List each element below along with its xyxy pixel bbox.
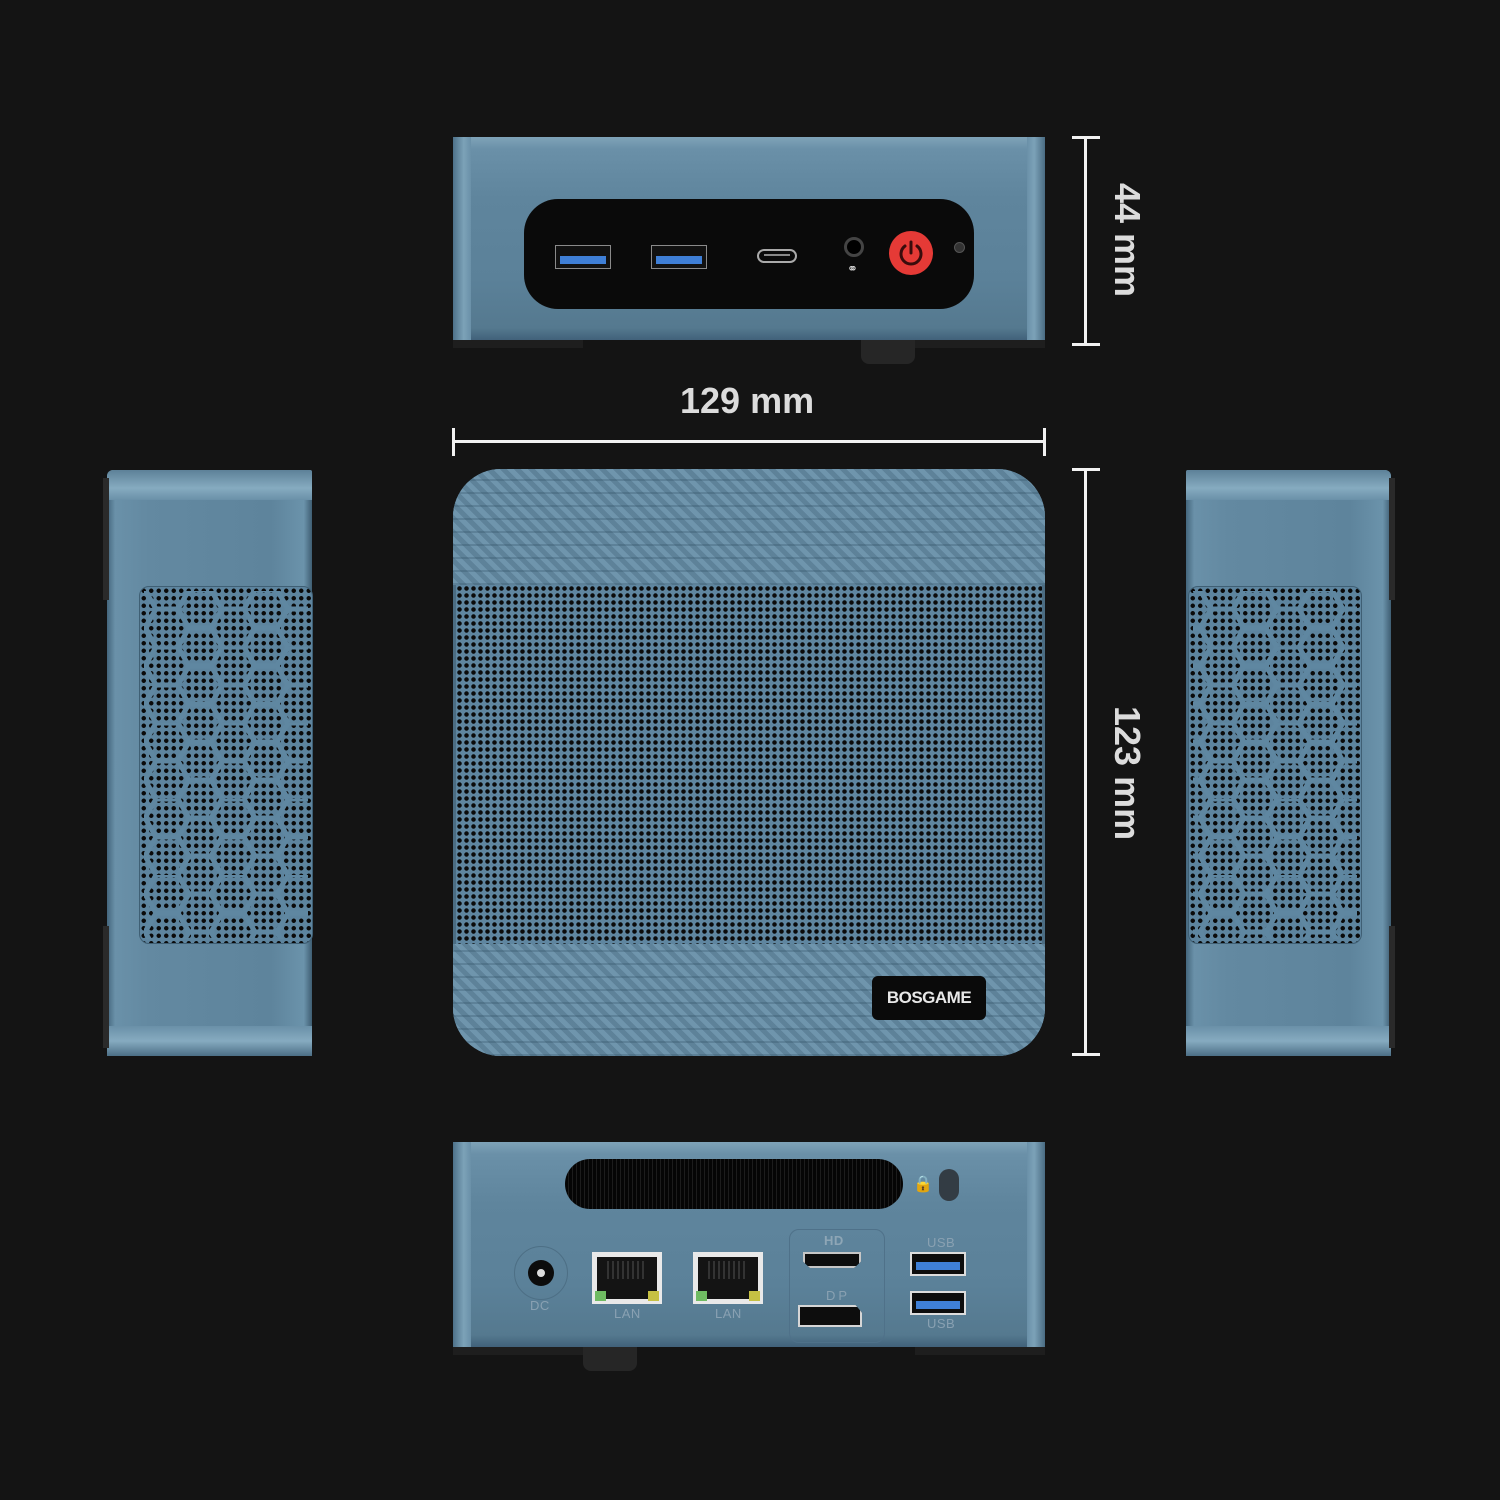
top-texture bbox=[453, 469, 1045, 585]
lan-led-yellow bbox=[749, 1291, 760, 1301]
front-port-panel: ⚭ bbox=[524, 199, 974, 309]
dp-label: DP bbox=[826, 1288, 851, 1303]
lan-socket bbox=[597, 1257, 657, 1299]
usb-a-port bbox=[910, 1291, 966, 1315]
brand-logo: BOSGAME bbox=[872, 976, 986, 1020]
lan-socket bbox=[698, 1257, 758, 1299]
foot bbox=[915, 340, 1045, 348]
left-side-view bbox=[103, 470, 313, 1056]
kensington-lock-icon: 🔒 bbox=[913, 1176, 933, 1193]
front-right-edge bbox=[1027, 137, 1045, 340]
back-left-edge bbox=[453, 1142, 471, 1347]
power-button[interactable] bbox=[889, 231, 933, 275]
foot bbox=[1389, 478, 1395, 600]
side-bottom-edge bbox=[1186, 1026, 1391, 1056]
dim-cap bbox=[1043, 428, 1046, 456]
video-ports-group: HD DP bbox=[789, 1229, 885, 1343]
usb-bottom-label: USB bbox=[927, 1316, 956, 1331]
usb-a-port bbox=[651, 245, 707, 269]
usb-a-port bbox=[555, 245, 611, 269]
dc-label: DC bbox=[530, 1298, 550, 1313]
rubber-foot bbox=[583, 1347, 637, 1371]
power-led bbox=[954, 242, 965, 253]
exhaust-vent bbox=[565, 1159, 903, 1209]
hdmi-port bbox=[803, 1252, 861, 1268]
displayport-port bbox=[798, 1305, 862, 1327]
hdmi-label: HD bbox=[824, 1233, 844, 1248]
dc-jack bbox=[528, 1260, 554, 1286]
usb-top-label: USB bbox=[927, 1235, 956, 1250]
dim-cap bbox=[1072, 1053, 1100, 1056]
kensington-slot bbox=[939, 1169, 959, 1201]
power-icon bbox=[899, 240, 923, 266]
dim-cap bbox=[1072, 343, 1100, 346]
side-top-edge bbox=[1186, 470, 1391, 500]
audio-jack bbox=[844, 237, 864, 257]
width-dimension-line bbox=[453, 440, 1045, 443]
dim-cap bbox=[452, 428, 455, 456]
front-left-edge bbox=[453, 137, 471, 340]
hexagon-pattern-icon bbox=[1193, 591, 1357, 939]
headset-icon: ⚭ bbox=[847, 261, 858, 276]
right-side-view bbox=[1186, 470, 1395, 1056]
rubber-foot bbox=[861, 340, 915, 364]
foot bbox=[453, 1347, 583, 1355]
usb-tongue bbox=[656, 256, 702, 264]
side-top-edge bbox=[107, 470, 312, 500]
depth-label: 123 mm bbox=[1107, 706, 1148, 841]
foot bbox=[103, 926, 109, 1048]
side-bottom-edge bbox=[107, 1026, 312, 1056]
front-view: ⚭ bbox=[453, 137, 1045, 364]
lan-led-yellow bbox=[648, 1291, 659, 1301]
back-view: 🔒 DC LAN LAN HD DP USB USB bbox=[453, 1142, 1045, 1371]
usb-tongue bbox=[560, 256, 606, 264]
lan2-label: LAN bbox=[715, 1306, 742, 1321]
lan1-label: LAN bbox=[614, 1306, 641, 1321]
lan-led-green bbox=[696, 1291, 707, 1301]
lan-port bbox=[693, 1252, 763, 1304]
usb-a-port bbox=[910, 1252, 966, 1276]
usb-tongue bbox=[916, 1262, 960, 1270]
depth-dimension-line bbox=[1084, 468, 1087, 1056]
lan-port bbox=[592, 1252, 662, 1304]
top-mesh-vent bbox=[456, 585, 1042, 944]
lan-led-green bbox=[595, 1291, 606, 1301]
usb-tongue bbox=[916, 1301, 960, 1309]
usb-c-port bbox=[757, 249, 797, 263]
top-view: BOSGAME bbox=[453, 469, 1045, 1056]
foot bbox=[453, 340, 583, 348]
hexagon-pattern-icon bbox=[144, 591, 308, 939]
hexagon-vent-grille bbox=[1188, 586, 1362, 944]
foot bbox=[1389, 926, 1395, 1048]
height-dimension-line bbox=[1084, 136, 1087, 346]
back-right-edge bbox=[1027, 1142, 1045, 1347]
dc-power-port bbox=[514, 1246, 568, 1300]
foot bbox=[103, 478, 109, 600]
height-label: 44 mm bbox=[1107, 183, 1148, 298]
hexagon-vent-grille bbox=[139, 586, 313, 944]
foot bbox=[915, 1347, 1045, 1355]
width-label: 129 mm bbox=[680, 380, 815, 421]
